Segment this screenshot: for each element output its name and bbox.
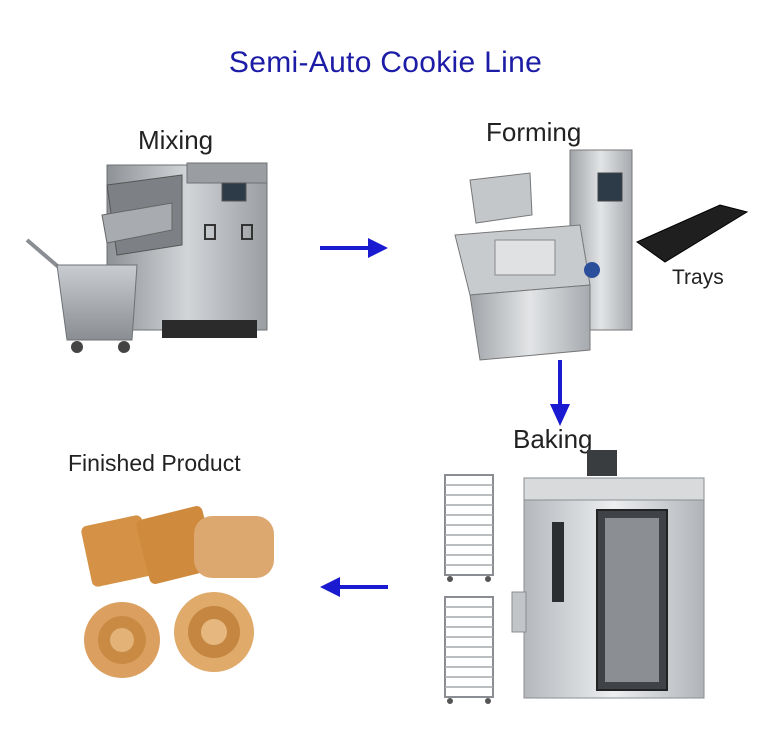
forming-machine-image [454, 149, 633, 361]
finished-product-label: Finished Product [68, 450, 241, 476]
oven-rack-image [444, 596, 494, 704]
mixer-machine-image [25, 162, 268, 353]
baking-tray-image [635, 204, 749, 263]
cookies-image [81, 506, 274, 678]
arrow-left-icon [320, 577, 388, 597]
rotary-oven-image [511, 450, 705, 699]
oven-rack-image [444, 474, 494, 582]
diagram-title: Semi-Auto Cookie Line [228, 46, 543, 79]
forming-label: Forming [486, 117, 582, 147]
arrow-down-icon [550, 360, 570, 426]
arrow-right-icon [320, 238, 388, 258]
baking-label: Baking [513, 424, 593, 454]
mixing-label: Mixing [138, 125, 214, 155]
trays-label: Trays [672, 266, 724, 289]
